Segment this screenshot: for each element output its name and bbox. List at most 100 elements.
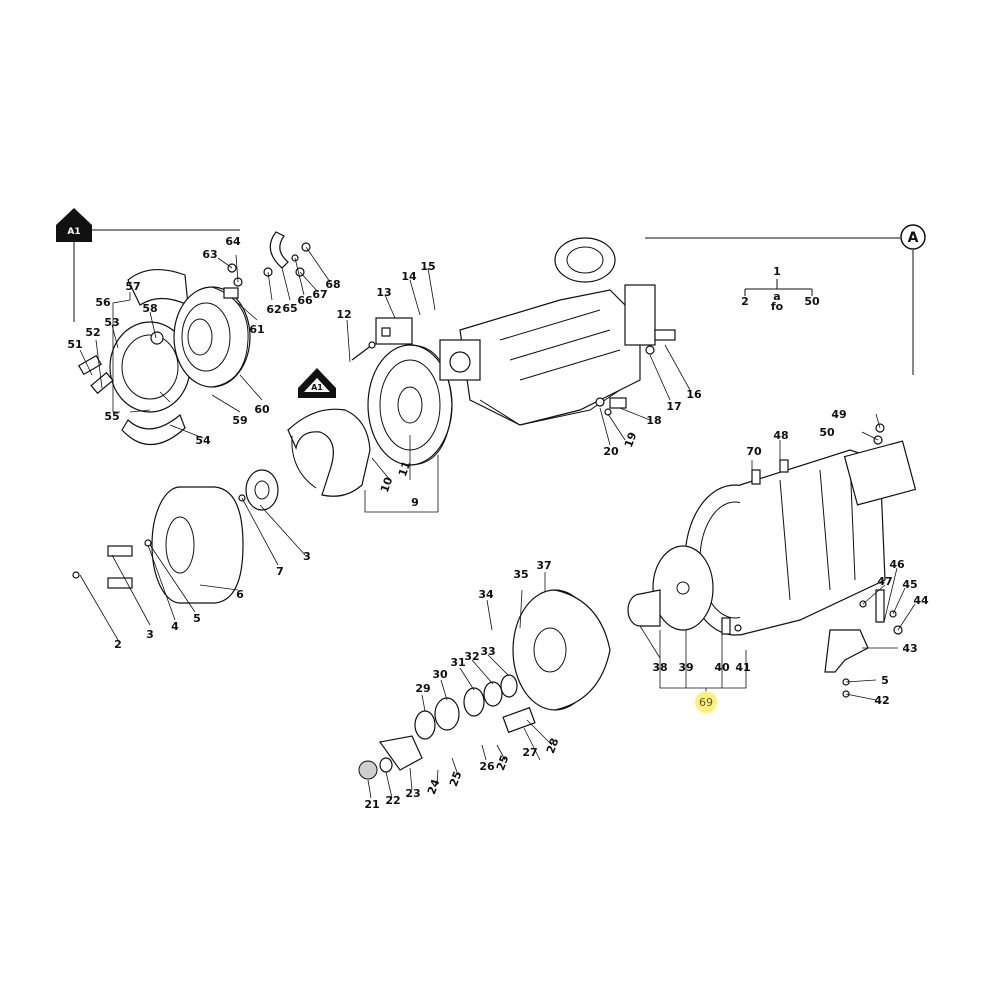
svg-text:50: 50 xyxy=(804,295,820,308)
svg-text:A1: A1 xyxy=(67,227,80,237)
label-62: 62 xyxy=(266,303,281,316)
callout-a[interactable]: A xyxy=(900,224,926,250)
label-54: 54 xyxy=(195,434,211,447)
label-39: 39 xyxy=(678,661,693,674)
flange-coupling-6 xyxy=(151,486,244,604)
label-38: 38 xyxy=(652,661,667,674)
label-18: 18 xyxy=(646,414,661,427)
label-10: 10 xyxy=(378,475,396,494)
label-51: 51 xyxy=(67,338,82,351)
label-35: 35 xyxy=(513,568,528,581)
label-46: 46 xyxy=(889,558,905,571)
label-27: 27 xyxy=(522,746,537,759)
label-28: 28 xyxy=(544,736,561,755)
label-23: 23 xyxy=(405,787,420,800)
svg-text:2: 2 xyxy=(741,295,749,308)
hub-flange xyxy=(245,469,279,511)
label-48: 48 xyxy=(773,429,788,442)
label-67: 67 xyxy=(312,288,327,301)
label-9: 9 xyxy=(411,496,419,509)
label-43: 43 xyxy=(902,642,917,655)
callout-a1-mid[interactable]: A1 xyxy=(298,368,336,398)
label-61: 61 xyxy=(249,323,264,336)
brake-shoes-9 xyxy=(287,408,371,497)
yoke-and-nut-21-28 xyxy=(358,706,536,780)
label-63: 63 xyxy=(202,248,217,261)
label-55: 55 xyxy=(104,410,119,423)
label-41: 41 xyxy=(735,661,750,674)
label-30: 30 xyxy=(432,668,448,681)
label-66: 66 xyxy=(297,294,313,307)
label-29: 29 xyxy=(415,682,430,695)
adapter-38 xyxy=(627,589,661,627)
label-21: 21 xyxy=(364,798,379,811)
callout-a1-top[interactable]: A1 xyxy=(56,208,92,242)
svg-text:69: 69 xyxy=(699,696,713,709)
label-20: 20 xyxy=(603,445,619,458)
bolt-12 xyxy=(351,341,376,361)
label-5b: 5 xyxy=(881,674,889,687)
brake-shoe-assembly xyxy=(78,269,191,446)
label-49: 49 xyxy=(831,408,846,421)
label-6: 6 xyxy=(236,588,244,601)
label-34: 34 xyxy=(478,588,494,601)
label-13: 13 xyxy=(376,286,391,299)
bracket-13 xyxy=(375,317,413,345)
label-15: 15 xyxy=(420,260,435,273)
label-25: 25 xyxy=(447,769,464,788)
label-33: 33 xyxy=(480,645,495,658)
label-17: 17 xyxy=(666,400,681,413)
svg-text:a: a xyxy=(773,290,780,303)
brackets-40-47 xyxy=(721,589,903,698)
transmission-main xyxy=(684,440,917,636)
svg-text:1: 1 xyxy=(773,265,781,278)
label-37: 37 xyxy=(536,559,551,572)
label-56: 56 xyxy=(95,296,111,309)
label-47: 47 xyxy=(877,575,892,588)
svg-text:A: A xyxy=(908,230,919,246)
label-31: 31 xyxy=(450,656,465,669)
seal-bearings-29-33 xyxy=(414,674,518,740)
highlight-69[interactable]: 69 xyxy=(695,691,717,713)
label-3: 3 xyxy=(146,628,154,641)
label-4: 4 xyxy=(171,620,179,633)
label-22: 22 xyxy=(385,794,400,807)
label-68: 68 xyxy=(325,278,340,291)
label-19: 19 xyxy=(622,430,639,449)
leader-lines xyxy=(79,246,916,799)
legend-group: 1 2 a fo 50 xyxy=(741,265,820,313)
fittings-16-20 xyxy=(595,329,676,416)
svg-text:fo: fo xyxy=(771,300,784,313)
label-32: 32 xyxy=(464,650,479,663)
label-53: 53 xyxy=(104,316,119,329)
label-12: 12 xyxy=(336,308,351,321)
label-65: 65 xyxy=(282,302,297,315)
label-50: 50 xyxy=(819,426,835,439)
label-64: 64 xyxy=(225,235,241,248)
output-housing-37 xyxy=(512,589,611,711)
label-5: 5 xyxy=(193,612,201,625)
label-52: 52 xyxy=(85,326,100,339)
label-3b: 3 xyxy=(303,550,311,563)
label-42: 42 xyxy=(874,694,889,707)
label-26: 26 xyxy=(479,760,495,773)
label-11: 11 xyxy=(396,459,413,478)
brake-drum-10 xyxy=(367,344,453,466)
label-57: 57 xyxy=(125,280,140,293)
label-70: 70 xyxy=(746,445,762,458)
label-7: 7 xyxy=(276,565,284,578)
label-58: 58 xyxy=(142,302,157,315)
label-40: 40 xyxy=(714,661,730,674)
svg-text:A1: A1 xyxy=(311,383,323,392)
part-number-labels: 2 3 4 5 6 7 3 9 10 11 12 13 14 15 16 17 … xyxy=(67,235,929,811)
label-60: 60 xyxy=(254,403,270,416)
label-44: 44 xyxy=(913,594,929,607)
label-2: 2 xyxy=(114,638,122,651)
flex-plate-39 xyxy=(652,545,714,631)
small-parts-2-5 xyxy=(72,494,246,589)
label-59: 59 xyxy=(232,414,247,427)
label-24: 24 xyxy=(425,777,443,796)
transmission-upper xyxy=(439,237,656,426)
label-25b: 25 xyxy=(494,753,511,772)
